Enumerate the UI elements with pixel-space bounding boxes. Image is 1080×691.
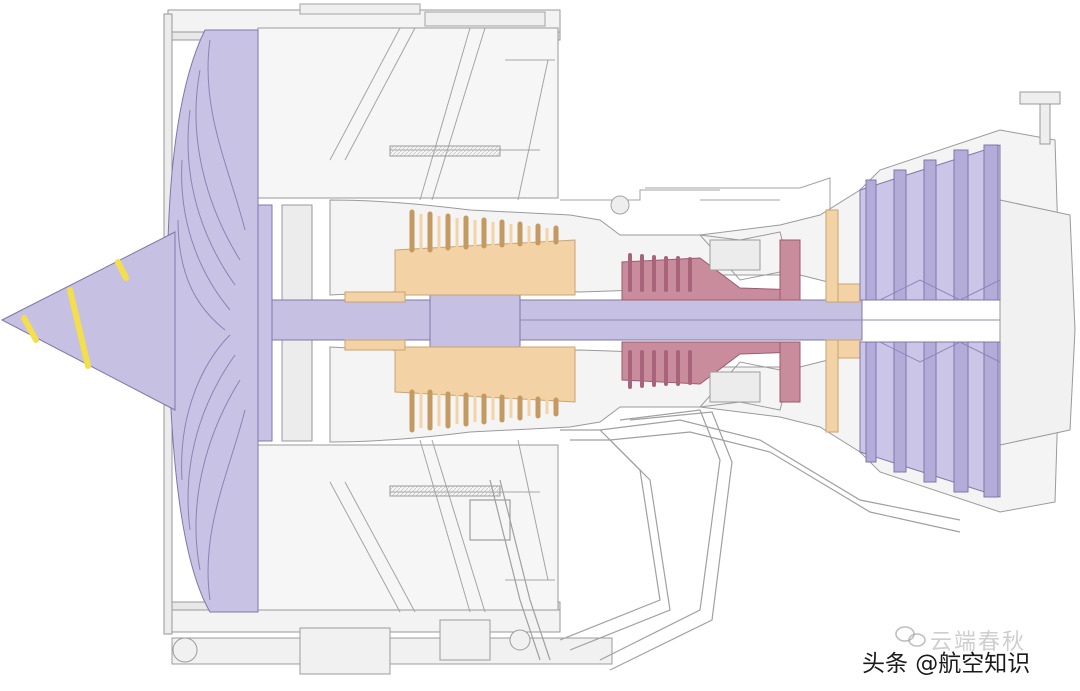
nacelle-casing — [163, 9, 561, 635]
fan-hub — [257, 204, 273, 442]
external-pipes — [469, 409, 961, 671]
watermark-faint-text: 云端春秋 — [930, 630, 1027, 655]
upper-hatched-ring — [389, 145, 501, 157]
compressor-section — [344, 239, 576, 403]
fan-blades — [166, 29, 259, 613]
shaft-collar — [429, 289, 521, 351]
combustor — [698, 231, 791, 411]
exhaust-cone — [999, 199, 1076, 446]
hp-turbine — [779, 239, 801, 403]
lower-hatched-ring — [389, 485, 501, 497]
exhaust-flange — [1019, 91, 1061, 145]
spinner-markers — [21, 259, 129, 369]
ip-turbine — [825, 209, 861, 433]
wechat-bubble-icon — [895, 626, 926, 647]
upper-accessories — [299, 3, 831, 215]
compressor-blade-highlights — [419, 214, 549, 428]
accessory-gearbox — [171, 619, 613, 675]
compressor-blades — [409, 209, 559, 433]
lp-turbine-stators — [879, 279, 1001, 363]
watermark-main-text: 头条 @航空知识 — [862, 651, 1031, 677]
lp-turbine-blades — [865, 144, 999, 498]
hp-blades — [628, 253, 692, 389]
